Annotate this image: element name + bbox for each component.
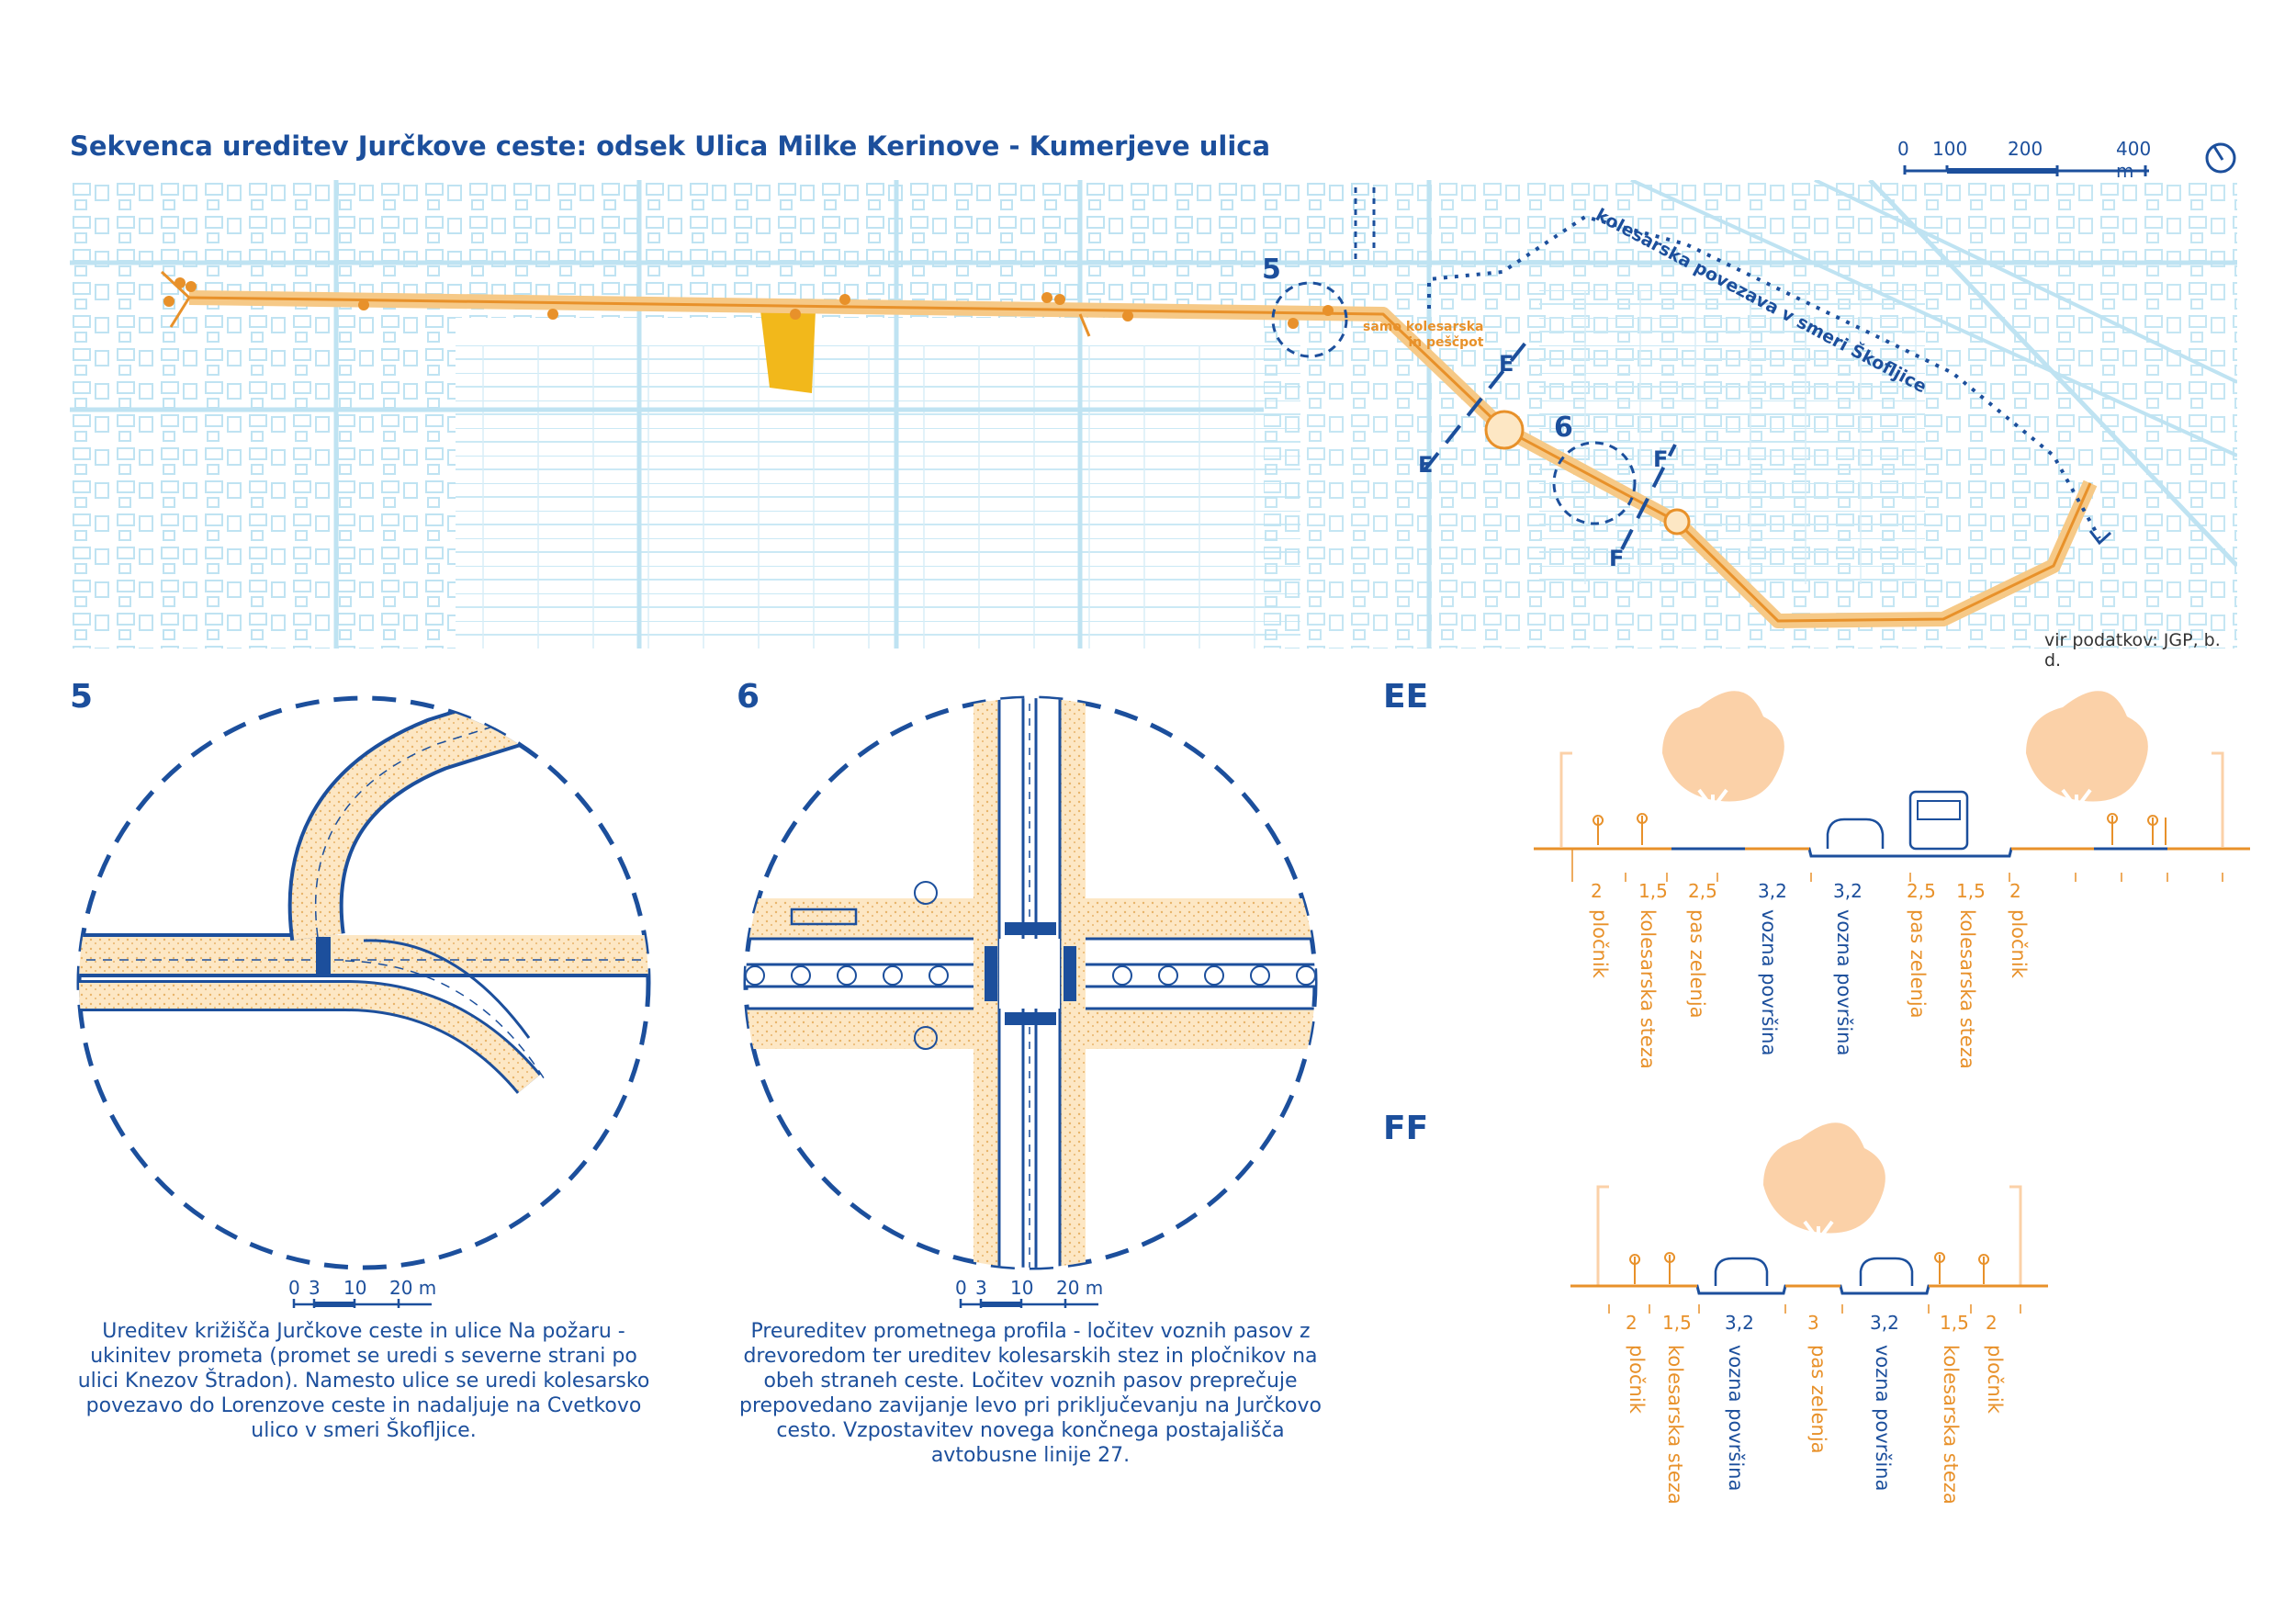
map-marker-5: 5 (1262, 254, 1281, 286)
ee-dim-7: 1,5 (1956, 880, 1986, 902)
ee-name-2: kolesarska steza (1637, 909, 1659, 1069)
page-title: Sekvenca ureditev Jurčkove ceste: odsek … (70, 130, 1271, 162)
ff-dim-3: 3,2 (1725, 1312, 1754, 1334)
ff-lane-names: pločnik kolesarska steza vozna površina … (1622, 1345, 2063, 1528)
ee-dim-2: 1,5 (1638, 880, 1668, 902)
ff-dim-6: 1,5 (1940, 1312, 1969, 1334)
map-note: samo kolesarska in peščpot (1363, 320, 1483, 351)
panel-6-plan (737, 689, 1324, 1277)
p6-scale-10: 10 (1010, 1277, 1034, 1299)
ff-name-1: pločnik (1626, 1345, 1648, 1414)
map-note-line2: in peščpot (1408, 335, 1484, 350)
ee-name-3: pas zelenja (1686, 909, 1708, 1019)
ff-name-4: pas zelenja (1807, 1345, 1829, 1454)
ee-dim-6: 2,5 (1907, 880, 1936, 902)
panel-5-number: 5 (70, 678, 94, 716)
scale-label-200: 200 (2008, 138, 2043, 160)
section-ff-label: FF (1383, 1110, 1429, 1147)
section-ee-label: EE (1383, 678, 1429, 716)
p5-scale-10: 10 (343, 1277, 367, 1299)
ff-dims: 2 1,5 3,2 3 3,2 1,5 2 (1561, 1312, 2223, 1348)
section-ee-drawing: 2 1,5 2,5 3,2 3,2 2,5 1,5 2 (1525, 680, 2259, 1139)
ff-dim-1: 2 (1626, 1312, 1638, 1334)
section-letter-e2: E (1499, 351, 1514, 377)
north-arrow-icon (2204, 141, 2237, 175)
ee-name-5: vozna površina (1833, 909, 1855, 1056)
scale-label-0: 0 (1897, 138, 1909, 160)
ee-dim-5: 3,2 (1833, 880, 1863, 902)
map-note-line1: samo kolesarska (1363, 320, 1484, 334)
ee-lane-names: pločnik kolesarska steza pas zelenja voz… (1580, 909, 2094, 1075)
panel-5-plan (70, 689, 658, 1277)
section-ff-drawing: 2 1,5 3,2 3 3,2 1,5 2 (1561, 1111, 2223, 1334)
ff-name-6: kolesarska steza (1940, 1345, 1962, 1505)
p5-scale-3: 3 (309, 1277, 321, 1299)
ee-dims: 2 1,5 2,5 3,2 3,2 2,5 1,5 2 (1525, 880, 2259, 917)
panel-6-caption: Preureditev prometnega profila - ločitev… (738, 1320, 1322, 1467)
ee-dim-4: 3,2 (1758, 880, 1787, 902)
section-letter-f1: F (1609, 546, 1625, 571)
section-letter-f2: F (1653, 446, 1669, 472)
panel-6-scale: 0 3 10 20 m (951, 1277, 1117, 1314)
map-source: vir podatkov: JGP, b. d. (2044, 630, 2221, 671)
ee-name-8: pločnik (2008, 909, 2030, 978)
p5-scale-20: 20 m (389, 1277, 437, 1299)
ff-dim-5: 3,2 (1870, 1312, 1899, 1334)
panel-5-scale: 0 3 10 20 m (285, 1277, 450, 1314)
p5-scale-0: 0 (288, 1277, 300, 1299)
ff-name-5: vozna površina (1872, 1345, 1894, 1492)
p6-scale-20: 20 m (1056, 1277, 1104, 1299)
ee-dim-3: 2,5 (1688, 880, 1717, 902)
ff-name-2: kolesarska steza (1664, 1345, 1686, 1505)
p6-scale-0: 0 (955, 1277, 967, 1299)
p6-scale-3: 3 (975, 1277, 987, 1299)
panel-6-number: 6 (737, 678, 760, 716)
ee-name-4: vozna površina (1758, 909, 1780, 1056)
ee-name-6: pas zelenja (1907, 909, 1929, 1019)
scale-label-100: 100 (1932, 138, 1968, 160)
panel-5-caption: Ureditev križišča Jurčkove ceste in ulic… (77, 1320, 650, 1442)
section-letter-e1: E (1418, 452, 1434, 478)
ee-dim-8: 2 (2009, 880, 2021, 902)
ff-name-3: vozna površina (1725, 1345, 1747, 1492)
ff-dim-7: 2 (1986, 1312, 1998, 1334)
ff-name-7: pločnik (1984, 1345, 2006, 1414)
site-map: kolesarska povezava v smeri Škofljice 5 … (70, 180, 2237, 671)
ee-dim-1: 2 (1591, 880, 1603, 902)
ee-name-7: kolesarska steza (1956, 909, 1978, 1069)
ff-dim-4: 3 (1807, 1312, 1819, 1334)
map-scale-bar: 0 100 200 400 m (1892, 138, 2152, 184)
ff-dim-2: 1,5 (1662, 1312, 1692, 1334)
scale-label-400: 400 m (2116, 138, 2152, 182)
map-marker-6: 6 (1554, 412, 1573, 444)
ee-name-1: pločnik (1589, 909, 1611, 978)
